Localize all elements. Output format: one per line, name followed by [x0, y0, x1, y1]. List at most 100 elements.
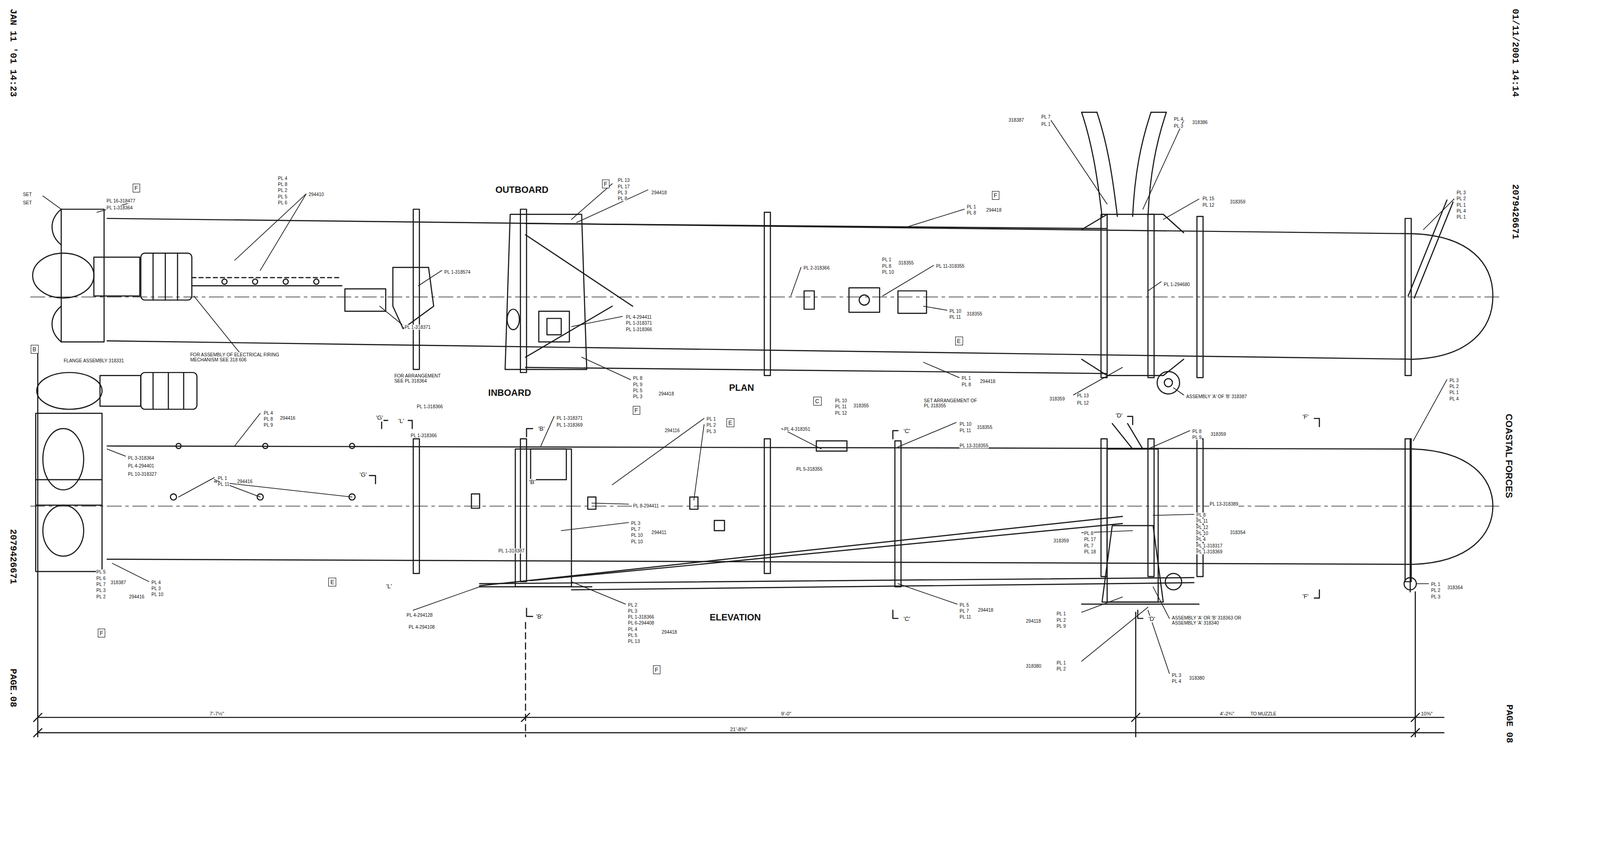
note-text-holder: ELEVATION — [709, 612, 761, 623]
drawing-number: 294418 — [979, 378, 996, 384]
part-callout-holder: PL 8 — [881, 261, 892, 270]
part-callout: PL 4-294128 — [405, 612, 434, 618]
part-callout-holder: PL 4 — [1448, 394, 1460, 403]
dimension: 10⅜" — [1420, 710, 1434, 717]
drawing-number-holder: 294418 — [661, 627, 678, 636]
part-callout: PL 3 — [1430, 594, 1441, 600]
part-callout: PL 1-318574 — [444, 269, 472, 275]
part-callout-holder: PL 11 — [217, 479, 230, 488]
part-callout: PL 3-318364 — [127, 455, 155, 461]
part-callout-holder: PL 3 — [627, 606, 638, 615]
part-callout-holder: PL 1-318371 — [556, 413, 584, 422]
part-callout-holder: PL 3 — [1430, 591, 1441, 601]
reference-box: C — [813, 396, 822, 406]
part-callout-holder: PL 2 — [277, 185, 288, 194]
drawing-number: 318387 — [1008, 117, 1025, 123]
part-callout: PL 1 — [1430, 581, 1441, 587]
reference-box: F — [991, 191, 1000, 200]
part-callout: PL 1 — [1456, 202, 1467, 208]
part-callout-holder: PL 5 — [632, 385, 643, 395]
note-text-holder: ASSEMBLY 'A' OF 'B' 318387 — [1185, 391, 1248, 400]
drawing-number-holder: 294418 — [651, 187, 668, 197]
drawing-number: 318354 — [1229, 529, 1246, 536]
part-callout: PL 18 — [1083, 549, 1097, 555]
drawing-number: 318359 — [1210, 431, 1227, 437]
drawing-number-holder: 318359 — [1210, 429, 1227, 438]
part-callout: PL 12 — [834, 410, 848, 416]
section-marker-holder: 'F' — [1301, 591, 1309, 601]
drawing-number: 294418 — [658, 391, 675, 397]
drawing-number-holder: 294416 — [279, 413, 296, 422]
part-callout: PL 4 — [1173, 116, 1184, 122]
part-callout-holder: PL 4 — [263, 408, 274, 417]
part-callout-holder: PL 1 — [217, 473, 228, 482]
part-callout-holder: PL 5 — [95, 567, 107, 576]
part-callout-holder: PL 1 — [1040, 119, 1051, 128]
note-text: OUTBOARD — [495, 184, 549, 195]
part-callout: PL 4 — [1171, 678, 1182, 684]
part-callout: PL 7 — [1040, 114, 1051, 120]
reference-letter: F — [634, 407, 639, 414]
part-callout-holder: PL 11 — [959, 612, 972, 621]
part-callout-holder: PL 4-318351 — [783, 424, 811, 433]
part-callout-holder: PL 4 — [1195, 534, 1206, 543]
part-callout-holder: PL 1-318371 — [404, 322, 432, 331]
part-callout: PL 5 — [627, 632, 638, 638]
part-callout: PL 8 — [1191, 428, 1202, 434]
part-callout: PL 1 — [1056, 611, 1067, 617]
part-callout: PL 11 — [959, 428, 972, 434]
drawing-number-holder: 294418 — [977, 605, 994, 614]
note-text-holder: SET — [22, 197, 33, 207]
part-callout-holder: PL 8 — [632, 373, 643, 382]
part-callout-holder: PL 11 — [1195, 516, 1209, 525]
part-callout-holder: PL 8 — [1195, 510, 1206, 519]
part-callout-holder: PL 10 — [630, 536, 644, 546]
part-callout: PL 11 — [217, 481, 230, 487]
part-callout-holder: PL 12 — [1195, 522, 1209, 531]
part-callout: PL 8 — [1083, 530, 1094, 536]
part-callout-holder: PL 10 — [630, 530, 644, 539]
part-callout-holder: PL 2 — [1430, 585, 1441, 594]
part-callout: PL 10 — [630, 532, 644, 538]
reference-box: E — [726, 418, 735, 428]
note-text: PAGE 08 — [1504, 704, 1515, 744]
part-callout-holder: PL 3 — [1173, 121, 1184, 130]
part-callout-holder: PL 8 — [961, 379, 972, 389]
part-callout: PL 3 — [706, 428, 717, 434]
part-callout: PL 11-318355 — [935, 263, 966, 269]
part-callout-holder: PL 6 — [95, 573, 107, 582]
part-callout: PL 5-318355 — [795, 466, 823, 472]
section-marker-holder: 'B' — [535, 612, 544, 621]
drawing-number: 318359 — [1053, 538, 1070, 544]
part-callout-holder: PL 16-318477 — [106, 196, 136, 205]
part-callout: PL 9 — [632, 382, 643, 388]
part-callout: PL 2-318366 — [803, 265, 831, 271]
note-text: ELEVATION — [709, 612, 761, 623]
part-callout-holder: PL 10 — [1195, 528, 1209, 537]
part-callout: PL 3 — [1171, 672, 1182, 678]
drawing-number: 318355 — [897, 260, 914, 266]
section-marker-holder: 'G' — [359, 470, 367, 479]
drawing-number: 294411 — [651, 529, 668, 536]
part-callout-holder: PL 17 — [617, 181, 631, 191]
part-callout-holder: PL 2 — [1056, 615, 1067, 624]
reference-box: E — [955, 336, 964, 346]
part-callout-holder: PL 1-318366 — [416, 401, 444, 411]
part-callout-holder: PL 11 — [834, 401, 848, 411]
part-callout-holder: PL 9 — [263, 420, 274, 429]
drawing-number: 294116 — [664, 428, 681, 434]
drawing-number: 294418 — [985, 207, 1002, 213]
part-callout-holder: PL 1-318317 — [1195, 540, 1223, 550]
part-callout-holder: PL 8 — [263, 414, 274, 423]
reference-letter: F — [603, 181, 608, 188]
part-callout-holder: PL 4 — [627, 624, 638, 633]
part-callout: PL 9 — [1056, 623, 1067, 629]
drawing-number: 318380 — [1025, 663, 1042, 669]
part-callout: PL 8 — [966, 210, 977, 216]
reference-box: B — [30, 344, 39, 354]
note-text-holder: JAN 11 '01 14:23 — [7, 8, 18, 98]
reference-letter: E — [957, 338, 962, 345]
part-callout-holder: PL 6-294408 — [627, 618, 655, 627]
section-marker: 'D' — [1115, 412, 1124, 420]
note-text: 01/11/2001 14:14 — [1509, 8, 1521, 98]
